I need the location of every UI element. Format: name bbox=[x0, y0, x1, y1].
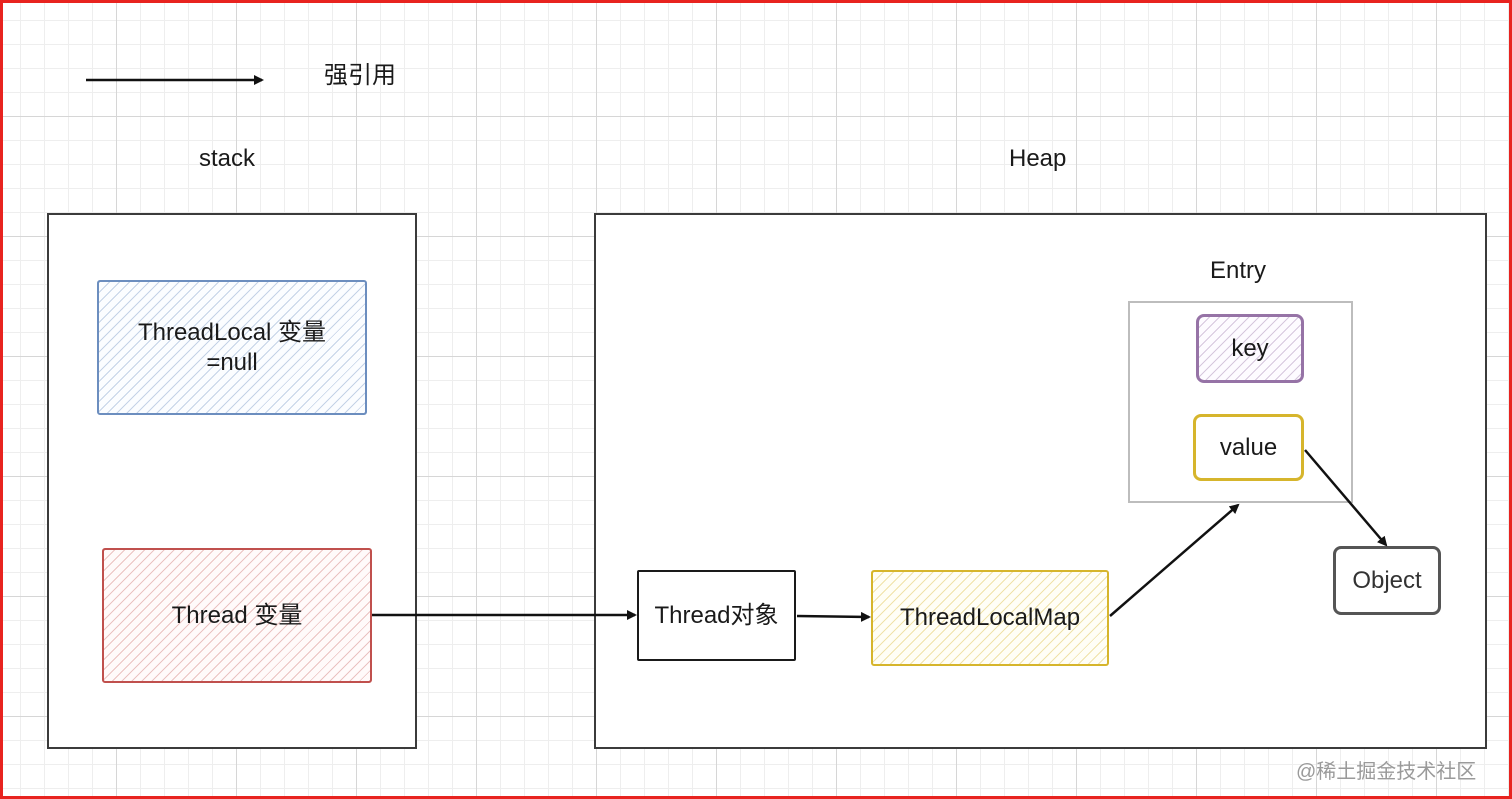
arrow-thread-obj-to-map bbox=[796, 611, 871, 622]
threadlocalmap-box[interactable]: ThreadLocalMap bbox=[871, 570, 1109, 666]
stack-title: stack bbox=[199, 145, 256, 172]
key-box[interactable]: key bbox=[1196, 314, 1304, 383]
value-box[interactable]: value bbox=[1193, 414, 1304, 481]
object-box[interactable]: Object bbox=[1333, 546, 1441, 615]
threadlocal-variable-box[interactable]: ThreadLocal 变量 =null bbox=[97, 280, 367, 415]
thread-variable-label: Thread 变量 bbox=[171, 601, 303, 629]
threadlocal-variable-line2: =null bbox=[206, 348, 258, 376]
legend-label: 强引用 bbox=[324, 62, 396, 89]
value-label: value bbox=[1219, 433, 1278, 461]
thread-variable-box[interactable]: Thread 变量 bbox=[102, 548, 372, 683]
watermark: @稀土掘金技术社区 bbox=[1296, 761, 1477, 783]
threadlocal-variable-line1: ThreadLocal 变量 bbox=[137, 318, 327, 346]
arrow-map-to-entry bbox=[1109, 503, 1240, 617]
threadlocalmap-label: ThreadLocalMap bbox=[899, 604, 1081, 631]
thread-object-box[interactable]: Thread对象 bbox=[637, 570, 796, 661]
object-label: Object bbox=[1352, 566, 1422, 594]
arrow-value-to-object bbox=[1304, 449, 1388, 547]
thread-object-label: Thread对象 bbox=[654, 601, 779, 629]
entry-title: Entry bbox=[1210, 257, 1267, 284]
heap-title: Heap bbox=[1009, 145, 1067, 172]
key-label: key bbox=[1231, 334, 1269, 362]
